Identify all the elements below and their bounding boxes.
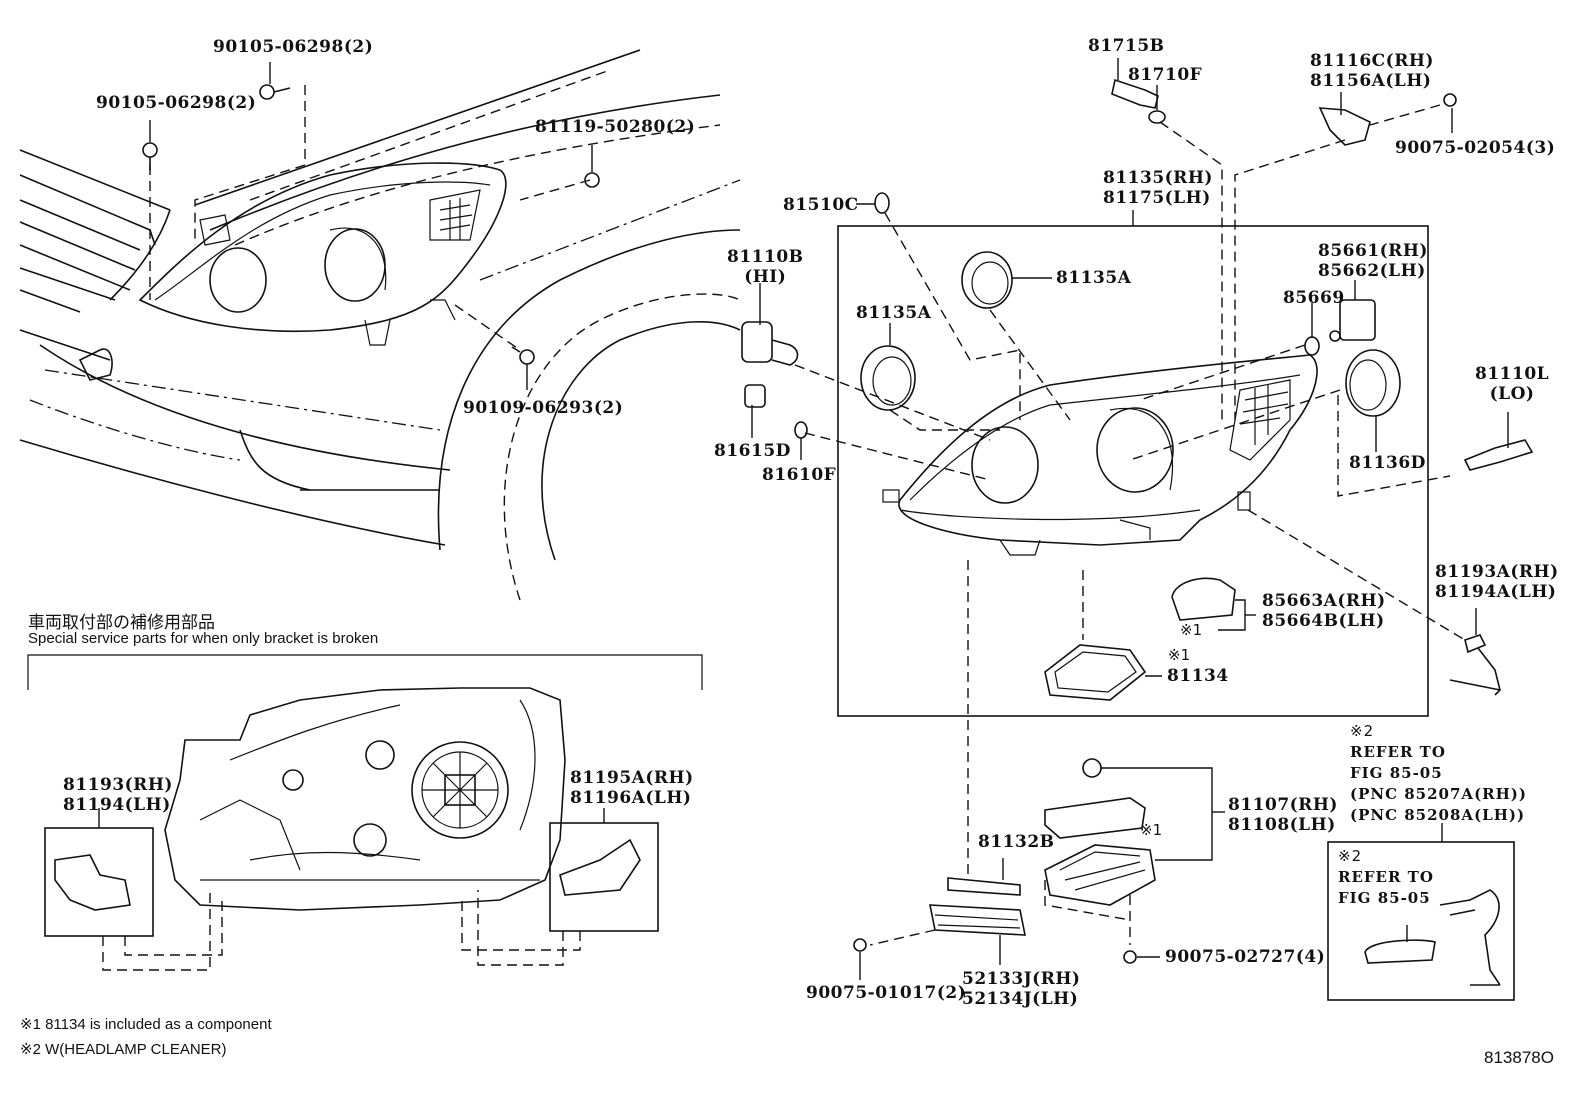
label-85661: 85661(RH) <box>1318 241 1428 261</box>
label-85664b: 85664B(LH) <box>1262 611 1385 631</box>
exploded-headlamp-drawing <box>741 58 1534 1001</box>
label-81107: 81107(RH) <box>1228 795 1338 815</box>
refer-inner-mark: ※2 <box>1338 847 1363 865</box>
label-bolt-top: 90105-06298(2) <box>213 37 374 57</box>
headlamp-installed <box>138 162 507 346</box>
label-ballast: 81107(RH) 81108(LH) <box>1228 795 1338 835</box>
label-52134j: 52134J(LH) <box>962 989 1079 1009</box>
sensor <box>1449 634 1501 696</box>
label-81116c: 81116C(RH) <box>1310 51 1434 71</box>
label-81175: 81175(LH) <box>1103 188 1211 208</box>
label-leveling: 85663A(RH) 85664B(LH) <box>1262 591 1386 631</box>
label-81194: 81194(LH) <box>63 795 171 815</box>
socket-small <box>744 384 766 408</box>
footnote-2: ※2 W(HEADLAMP CLEANER) <box>20 1041 227 1058</box>
label-81194a: 81194A(LH) <box>1435 582 1557 602</box>
leveling-motor <box>1171 577 1236 621</box>
clip-icon <box>584 172 600 188</box>
label-81135: 81135(RH) <box>1103 168 1213 188</box>
cover-81135a-upper <box>961 251 1013 309</box>
label-bracket-lower: 52133J(RH) 52134J(LH) <box>962 969 1080 1009</box>
bracket-lower <box>929 904 1026 936</box>
label-bracket-upper: 81116C(RH) 81156A(LH) <box>1310 51 1434 91</box>
figure-code: 813878O <box>1484 1048 1554 1067</box>
ballast <box>1044 758 1156 906</box>
footnote-1: ※1 81134 is included as a component <box>20 1016 272 1033</box>
label-gasket: 81134 <box>1167 666 1229 686</box>
refer-outer-line1: REFER TO <box>1350 743 1446 761</box>
mark-note1-leveling: ※1 <box>1180 621 1203 639</box>
label-plate: 81132B <box>978 832 1055 852</box>
label-81195a: 81195A(RH) <box>570 768 694 788</box>
label-clip: 81119-50280(2) <box>535 117 696 137</box>
label-81193a: 81193A(RH) <box>1435 562 1559 582</box>
socket-81715b <box>1111 78 1159 109</box>
label-lo: (LO) <box>1489 384 1535 404</box>
plate-81132b <box>947 877 1021 896</box>
label-screw-ballast: 90075-02727(4) <box>1165 947 1326 967</box>
bolt-icon <box>511 346 535 365</box>
label-socket-small: 81615D <box>714 441 791 461</box>
mark-note1-ballast: ※1 <box>1140 821 1163 839</box>
label-bracket-right: 81195A(RH) 81196A(LH) <box>570 768 694 808</box>
label-assembly: 81135(RH) 81175(LH) <box>1103 168 1213 208</box>
label-81196a: 81196A(LH) <box>570 788 692 808</box>
grille <box>19 149 171 361</box>
refer-outer-fig[interactable]: FIG 85-05 <box>1350 764 1443 782</box>
label-screw-lower: 90075-01017(2) <box>806 983 967 1003</box>
label-bolt-left: 90105-06298(2) <box>96 93 257 113</box>
gasket <box>1044 644 1147 701</box>
cover-81136d <box>1345 349 1401 417</box>
cover-81135a-left <box>860 345 916 411</box>
label-85662: 85662(LH) <box>1318 261 1426 281</box>
label-cover-upper: 81135A <box>1056 268 1132 288</box>
bracket-section-drawing <box>27 654 703 971</box>
bracket-section-title-en: Special service parts for when only brac… <box>28 630 379 647</box>
refer-outer-pnc-lh: (PNC 85208A(LH)) <box>1350 806 1526 824</box>
bolt-icon <box>142 142 158 170</box>
label-sensor: 81193A(RH) 81194A(LH) <box>1435 562 1559 602</box>
label-actuator: 85661(RH) 85662(LH) <box>1318 241 1428 281</box>
refer-outer-mark: ※2 <box>1350 722 1375 740</box>
label-81110l: 81110L <box>1475 364 1550 384</box>
refer-outer-pnc-rh: (PNC 85207A(RH)) <box>1350 785 1528 803</box>
bolt-icon <box>259 84 291 100</box>
label-81156a: 81156A(LH) <box>1310 71 1432 91</box>
label-81193: 81193(RH) <box>63 775 173 795</box>
label-cover-right: 81136D <box>1349 453 1426 473</box>
label-cover-left: 81135A <box>856 303 932 323</box>
lo-bulb <box>1463 439 1534 471</box>
label-bulb-small: 81710F <box>1128 65 1203 85</box>
refer-inner-fig[interactable]: FIG 85-05 <box>1338 889 1431 907</box>
mark-note1-gasket: ※1 <box>1168 646 1191 664</box>
label-81110b: 81110B <box>727 247 804 267</box>
label-socket: 81715B <box>1088 36 1165 56</box>
refer-note-inner: ※2 REFER TO FIG 85-05 <box>1338 846 1434 909</box>
bracket-section-title-jp: 車両取付部の補修用部品 <box>28 613 215 632</box>
label-lo-bulb: 81110L (LO) <box>1475 364 1549 404</box>
label-hi-bulb: 81110B (HI) <box>727 247 804 287</box>
label-81108: 81108(LH) <box>1228 815 1336 835</box>
refer-note-outer: ※2 REFER TO FIG 85-05 (PNC 85207A(RH)) (… <box>1350 721 1527 826</box>
vehicle-front-drawing <box>19 49 741 601</box>
label-screw-upper: 90075-02054(3) <box>1395 138 1556 158</box>
label-bracket-left: 81193(RH) 81194(LH) <box>63 775 173 815</box>
label-bulb-cap: 81510C <box>783 195 859 215</box>
bracket-upper <box>1318 107 1371 146</box>
refer-inner-line1: REFER TO <box>1338 868 1434 886</box>
label-bulb-side: 81610F <box>762 465 837 485</box>
hi-bulb <box>741 321 799 366</box>
label-hi: (HI) <box>744 267 787 287</box>
actuator <box>1329 299 1376 342</box>
label-52133j: 52133J(RH) <box>962 969 1081 989</box>
label-bolt-lower: 90109-06293(2) <box>463 398 624 418</box>
label-85663a: 85663A(RH) <box>1262 591 1386 611</box>
label-oring: 85669 <box>1283 288 1345 308</box>
